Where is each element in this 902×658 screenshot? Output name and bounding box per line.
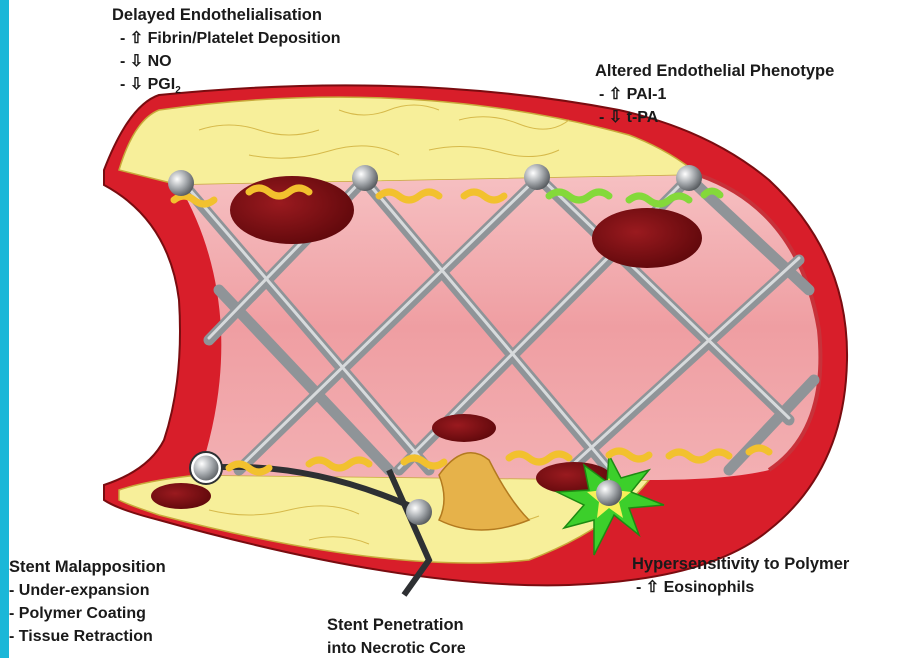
label-hypersensitivity: Hypersensitivity to Polymer - ⇧ Eosinoph… [632,553,849,599]
hypersensitivity-item-eosinophils: - ⇧ Eosinophils [632,576,849,599]
malapposition-item-underexpansion: - Under-expansion [9,579,166,602]
strut-node [406,499,432,525]
malapposition-item-polymer: - Polymer Coating [9,602,166,625]
hypersensitivity-title: Hypersensitivity to Polymer [632,553,849,576]
label-delayed-endothelialisation: Delayed Endothelialisation - ⇧ Fibrin/Pl… [112,4,341,102]
malapposed-strut-node [192,454,220,482]
label-stent-penetration: Stent Penetration into Necrotic Core [327,614,466,658]
strut-node [596,480,622,506]
strut-node [676,165,702,191]
thrombus [592,208,702,268]
altered-item-tpa: - ⇩ t-PA [595,106,834,129]
altered-title: Altered Endothelial Phenotype [595,60,834,83]
thrombus [151,483,211,509]
delayed-item-pgi: - ⇩ PGI2 [112,73,341,102]
delayed-item-fibrin: - ⇧ Fibrin/Platelet Deposition [112,27,341,50]
thrombus [432,414,496,442]
strut-node [352,165,378,191]
malapposition-item-retraction: - Tissue Retraction [9,625,166,648]
label-stent-malapposition: Stent Malapposition - Under-expansion - … [9,556,166,648]
penetration-title: Stent Penetration [327,614,466,637]
delayed-title: Delayed Endothelialisation [112,4,341,27]
strut-node [524,164,550,190]
delayed-item-pgi-text: - ⇩ PGI [120,76,175,93]
malapposition-title: Stent Malapposition [9,556,166,579]
delayed-item-no: - ⇩ NO [112,50,341,73]
penetration-line2: into Necrotic Core [327,637,466,658]
diagram-canvas: Delayed Endothelialisation - ⇧ Fibrin/Pl… [9,0,902,658]
altered-item-pai: - ⇧ PAI-1 [595,83,834,106]
label-altered-phenotype: Altered Endothelial Phenotype - ⇧ PAI-1 … [595,60,834,129]
strut-node [168,170,194,196]
delayed-item-pgi-subscript: 2 [175,85,181,96]
